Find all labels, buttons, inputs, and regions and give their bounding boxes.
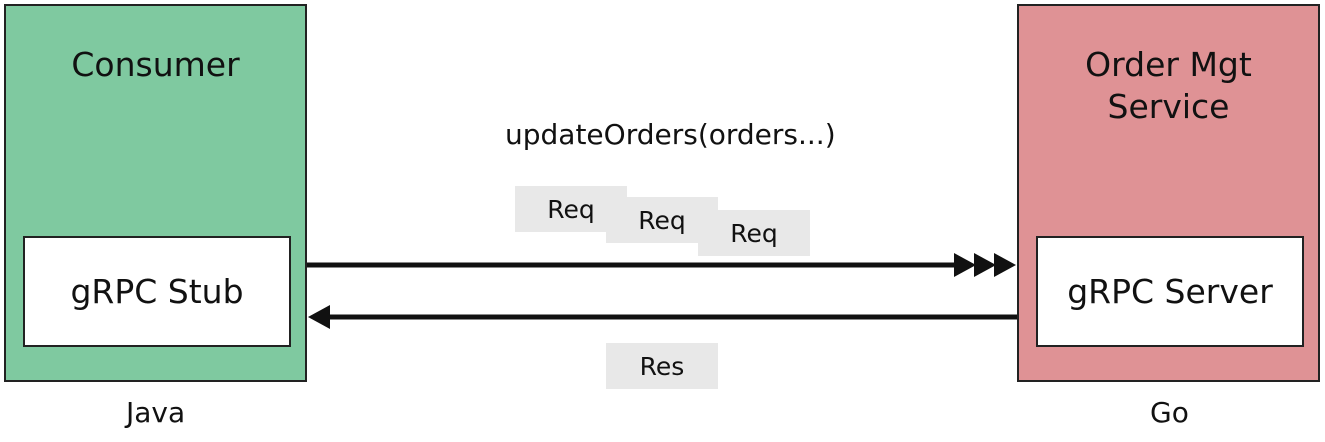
grpc-stub-label: gRPC Stub [70, 272, 244, 311]
request-message: Req [606, 197, 718, 243]
grpc-server-box: gRPC Server [1036, 236, 1304, 347]
order-mgt-service-box: Order Mgt Service gRPC Server [1017, 4, 1320, 382]
consumer-title: Consumer [71, 45, 240, 84]
request-arrowhead [954, 253, 976, 277]
request-message: Req [698, 210, 810, 256]
response-arrowhead [308, 305, 330, 329]
consumer-box: Consumer gRPC Stub [4, 4, 307, 382]
request-arrowhead [974, 253, 996, 277]
response-message: Res [606, 343, 718, 389]
request-arrowhead [994, 253, 1016, 277]
grpc-server-label: gRPC Server [1067, 272, 1273, 311]
server-language-label: Go [1150, 396, 1189, 429]
server-title: Order Mgt Service [1085, 45, 1252, 126]
consumer-language-label: Java [126, 396, 186, 429]
method-call-label: updateOrders(orders...) [505, 118, 836, 151]
grpc-stub-box: gRPC Stub [23, 236, 291, 347]
